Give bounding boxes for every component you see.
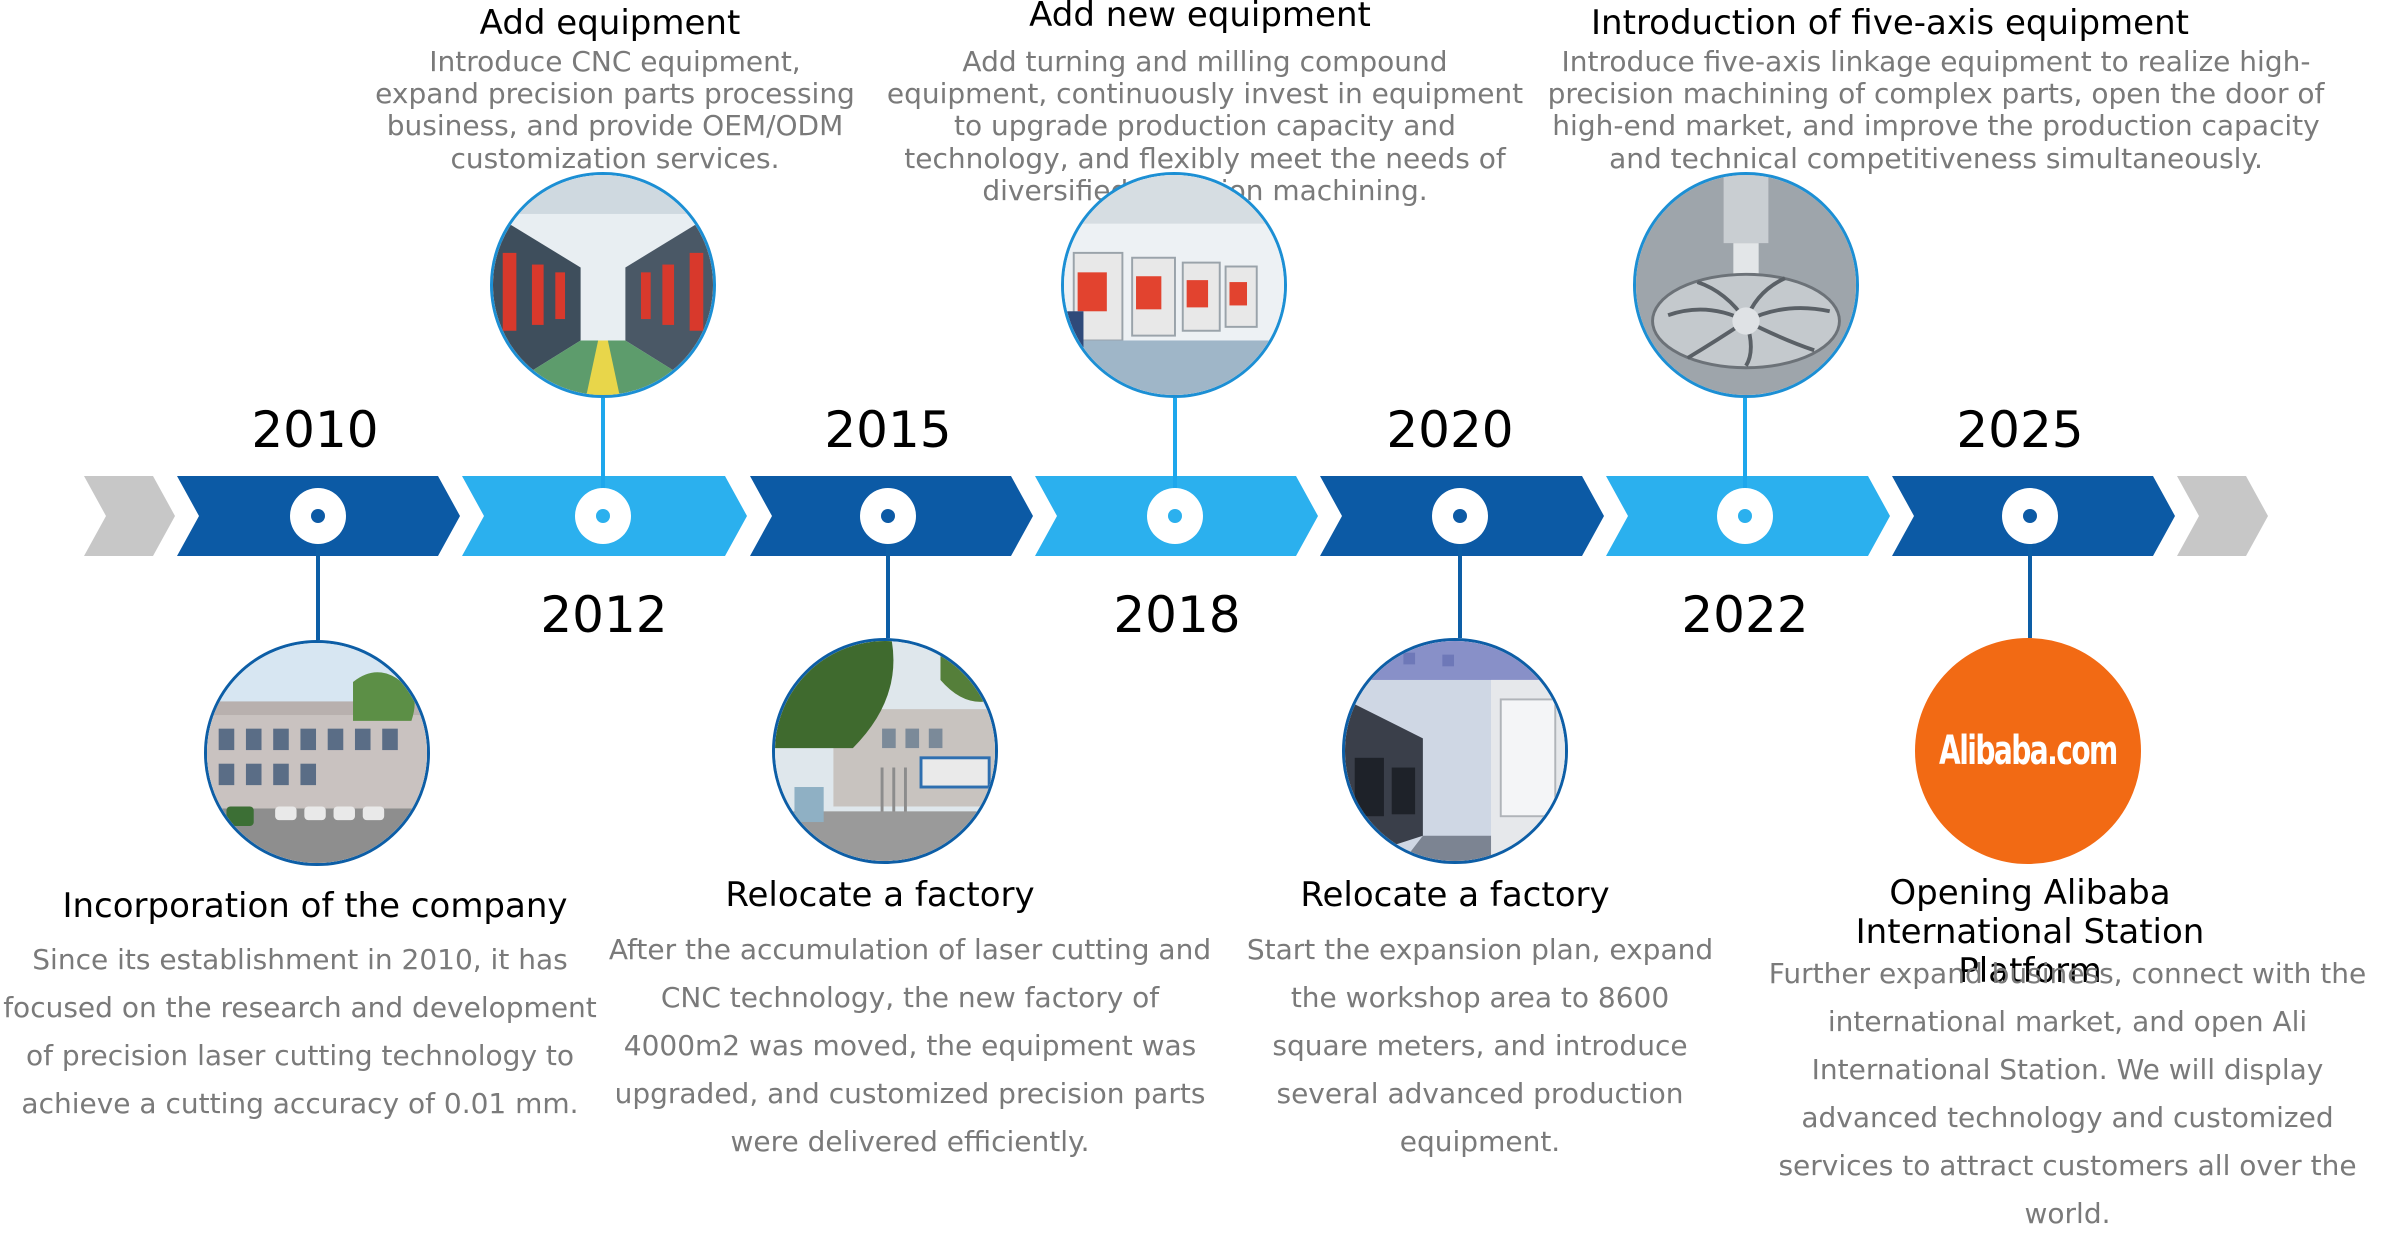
timeline-start-arrow: [84, 476, 175, 556]
milestone-photo-2022: [1633, 172, 1859, 398]
year-label-2018: 2018: [1113, 586, 1241, 644]
milestone-description-2010: Since its establishment in 2010, it has …: [3, 943, 597, 1120]
milestone-title-2010: Incorporation of the company: [62, 886, 568, 926]
factory-building-photo: [207, 643, 427, 863]
milestone-description-2012: Introduce CNC equipment, expand precisio…: [375, 45, 855, 175]
year-label-2010: 2010: [251, 401, 379, 459]
year-label-2012: 2012: [540, 586, 668, 644]
milestone-title-2025: Opening Alibaba International Station Pl…: [1855, 873, 2205, 992]
timeline-ribbon: [84, 398, 2268, 640]
milestone-description-2020: Start the expansion plan, expand the wor…: [1246, 933, 1714, 1158]
timeline-node-dot-2010: [311, 509, 325, 523]
production-floor-photo: [1345, 641, 1565, 861]
milestone-photo-2015: [772, 638, 998, 864]
timeline-node-dot-2018: [1168, 509, 1182, 523]
factory-gate-photo: [775, 641, 995, 861]
milestone-photo-2018: [1061, 172, 1287, 398]
year-label-2020: 2020: [1386, 401, 1514, 459]
milestone-description-2025: Further expand business, connect with th…: [1768, 957, 2367, 1230]
year-label-2025: 2025: [1956, 401, 2084, 459]
timeline-node-dot-2015: [881, 509, 895, 523]
timeline-end-arrow: [2177, 476, 2268, 556]
milestone-title-2015: Relocate a factory: [725, 875, 1035, 915]
milestone-title-2012: Add equipment: [479, 3, 741, 43]
milestone-title-2022: Introduction of five-axis equipment: [1591, 3, 2189, 43]
milestone-title-2020: Relocate a factory: [1300, 875, 1610, 915]
timeline-node-dot-2020: [1453, 509, 1467, 523]
timeline-node-dot-2025: [2023, 509, 2037, 523]
alibaba-logo: Alibaba.com: [1918, 641, 2138, 861]
five-axis-impeller-photo: [1636, 175, 1856, 395]
milestone-description-2015: After the accumulation of laser cutting …: [608, 933, 1212, 1158]
year-label-2022: 2022: [1681, 586, 1809, 644]
timeline-node-dot-2012: [596, 509, 610, 523]
milestone-title-2018: Add new equipment: [1029, 0, 1371, 35]
alibaba-logo-text: Alibaba.com: [1939, 728, 2118, 774]
cnc-workshop-photo: [493, 175, 713, 395]
year-label-2015: 2015: [824, 401, 952, 459]
milestone-photo-2020: [1342, 638, 1568, 864]
milestone-description-2018: Add turning and milling compound equipme…: [886, 45, 1524, 207]
turning-milling-machines-photo: [1064, 175, 1284, 395]
milestone-photo-2025: Alibaba.com: [1915, 638, 2141, 864]
milestone-photo-2010: [204, 640, 430, 866]
milestone-photo-2012: [490, 172, 716, 398]
company-timeline: 2010 Incorporation of the company Since …: [3, 0, 2366, 1230]
milestone-description-2022: Introduce five-axis linkage equipment to…: [1547, 45, 2325, 175]
timeline-node-dot-2022: [1738, 509, 1752, 523]
